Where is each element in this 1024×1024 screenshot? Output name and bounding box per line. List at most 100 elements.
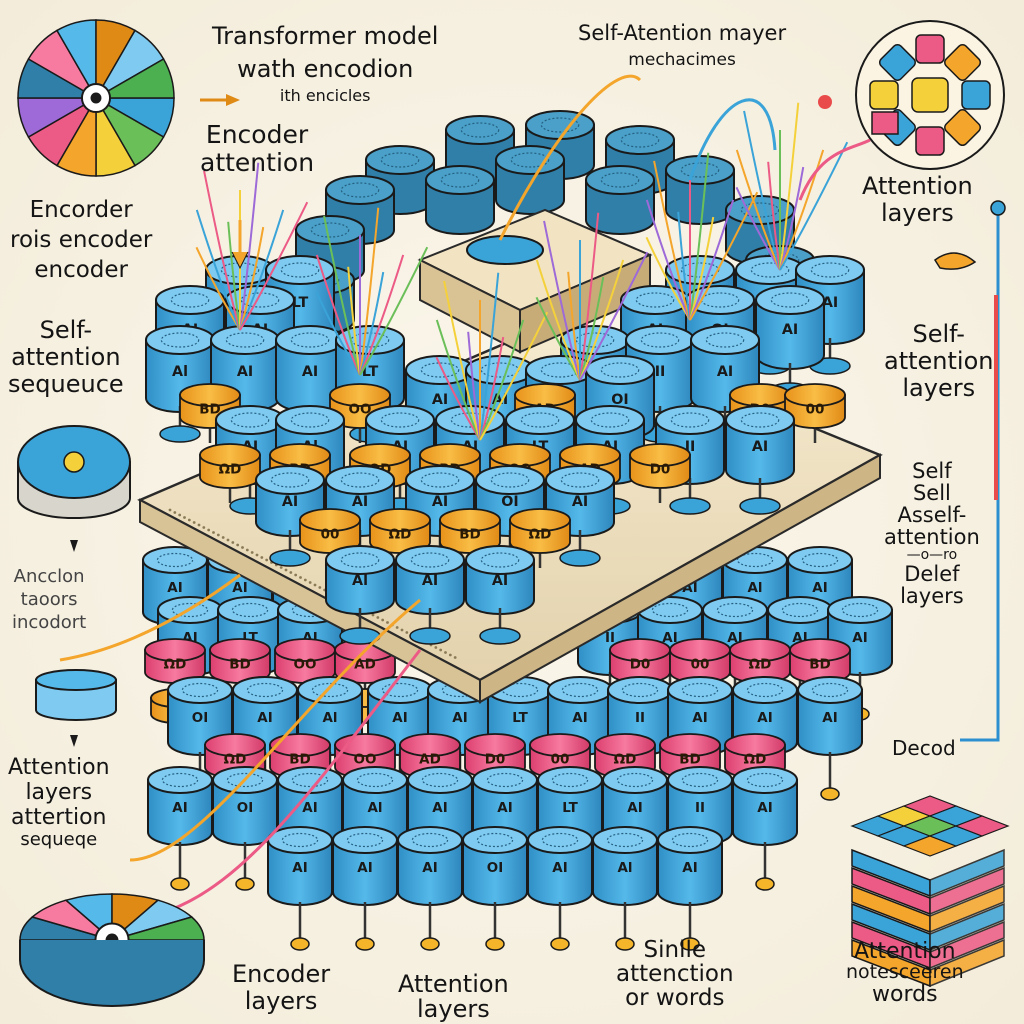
cylinder-top-swirl [356,772,394,788]
disc-glyph: ΩD [749,657,772,673]
cylinder-top [702,596,768,624]
cylinder-top-swirl [380,412,420,428]
cylinder-glyph: AI [662,631,677,646]
cylinder-top-swirl [230,412,270,428]
bottom-sinlle-label: Sinlle attenction or words [616,938,734,1011]
token-disc: AD [399,733,461,779]
cable-arc [129,598,421,862]
ornament-tile [869,80,899,110]
attention-wire [689,152,710,321]
cylinder-body [657,839,723,906]
disc-glyph: D0 [650,462,671,478]
cylinder-body [465,559,535,615]
down-arrow [70,540,78,552]
cylinder-top-swirl [575,332,615,348]
cylinder-glyph: AI [232,581,247,596]
cylinder-top-swirl [606,832,644,848]
accent-dot [818,95,832,109]
cylinder-glyph: AI [422,861,437,876]
attention-cylinder [585,165,655,235]
self-attention-sequence-line-1: Self- [39,316,93,344]
cylinder-glyph: AI [692,711,707,726]
cylinder-body [325,559,395,615]
cylinder-glyph: OI [192,711,208,726]
cylinder-top [405,465,475,495]
cylinder-top-swirl [705,332,745,348]
cylinder-glyph: AI [627,801,642,816]
attention-wire [203,170,241,331]
decoder-cube [850,795,1010,988]
cylinder-top [685,285,755,315]
cylinder-glyph: AI [292,861,307,876]
cylinder-top [667,676,733,704]
cube-layer-right [929,938,1005,988]
cylinder-top [210,325,280,355]
rod-foot [755,877,775,891]
cylinder-top-swirl [811,682,849,698]
cylinder-top-swirl [410,552,450,568]
self-attention-layers-right-label: Self- attention layers [884,321,993,402]
cylinder-top [425,165,495,195]
disc-top [209,638,271,662]
token-disc: D0 [464,733,526,779]
cylinder-top [505,405,575,435]
cylinder-glyph: AI [282,494,298,510]
disc-glyph: BD [809,657,831,673]
wheel-center [90,92,102,104]
cylinder-glyph: LT [512,711,528,726]
disc-top [369,508,431,532]
bracket-cap [990,200,1006,216]
disc-glyph: AD [419,752,441,768]
cylinder-glyph: AI [302,364,318,380]
cube-layer-right [929,902,1005,952]
cylinder-glyph: AI [167,581,182,596]
cube-top-tile [954,815,1010,837]
cylinder-glyph: AI [757,711,772,726]
disc-top [299,508,361,532]
wheel-base [19,940,205,1007]
cylinder-top-swirl [291,772,329,788]
cable-arc [688,98,777,181]
rod-foot [420,937,440,951]
cylinder-glyph: AI [422,573,438,589]
cylinder-top-swirl [716,602,754,618]
token-disc: 00 [784,383,846,429]
rod-foot [290,937,310,951]
platform-dot [202,526,206,529]
encoder-attention-line-1: Encoder [205,120,309,149]
disc-top [789,638,851,662]
cylinder-glyph: AI [682,861,697,876]
cylinder-top-swirl [736,552,774,568]
cylinder-top-swirl [460,122,500,138]
cylinder-top [462,826,528,854]
cylinder-top-swirl [700,292,740,308]
cylinder-top [407,766,473,794]
rod-foot [269,549,311,567]
disc-top [204,733,266,757]
platform-dot [279,566,283,569]
bottom-right-line-1: Attention [854,939,956,964]
cylinder-top [575,405,645,435]
rod-foot [479,627,521,645]
cylinder-glyph: AI [552,861,567,876]
cylinder-top [365,145,435,175]
platform-dot [168,508,172,512]
platform-dot [289,571,293,574]
attention-wire [443,280,481,441]
attention-wire [323,215,361,376]
cylinder-glyph: AI [452,711,467,726]
token-disc: BD [789,638,851,684]
attention-wire [195,209,241,331]
cylinder-top [325,465,395,495]
cylinder-top-swirl [501,682,539,698]
arrow-head [226,94,240,106]
cylinder-top-swirl [746,682,784,698]
cylinder-top-swirl [590,412,630,428]
attention-wire [779,166,805,271]
cylinder-glyph: AI [822,295,838,311]
attention-wire [689,216,715,321]
cylinder-body [725,419,795,485]
cylinder-top [465,545,535,575]
cylinder-top-swirl [311,682,349,698]
platform-dot [308,581,312,584]
